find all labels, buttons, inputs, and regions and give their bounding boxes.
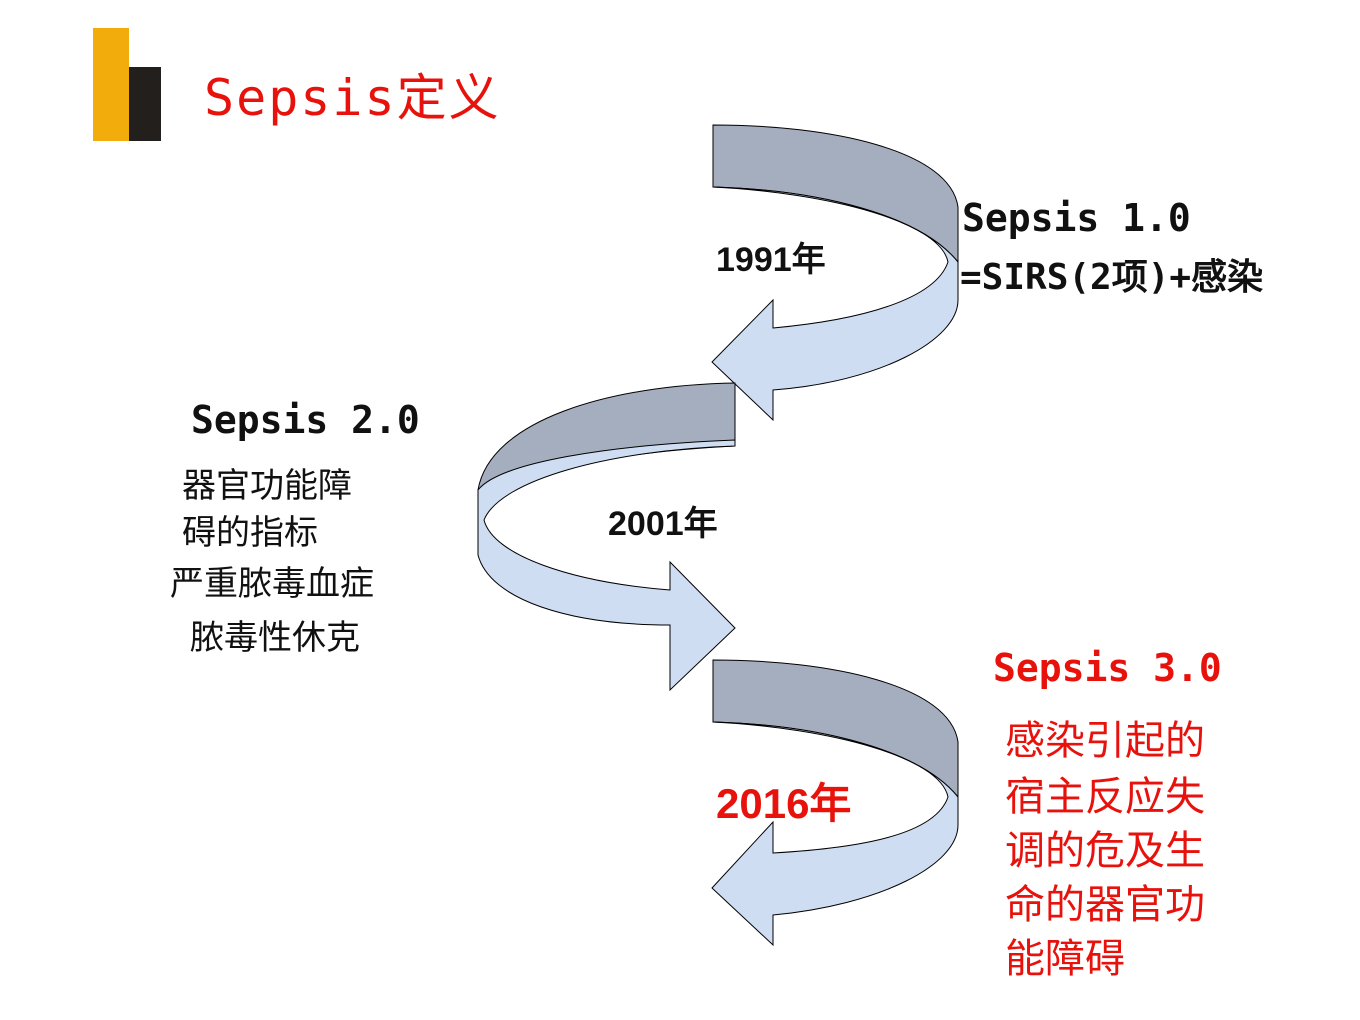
slide-title: Sepsis定义 — [204, 69, 501, 127]
year-label-1991: 1991年 — [716, 241, 826, 279]
sepsis-2-line-4: 脓毒性休克 — [190, 618, 360, 658]
sepsis-3-line-3: 调的危及生 — [1005, 828, 1205, 874]
sepsis-1-definition: =SIRS(2项)+感染 — [960, 257, 1264, 298]
sepsis-3-line-5: 能障碍 — [1005, 936, 1125, 982]
sepsis-3-heading: Sepsis 3.0 — [993, 646, 1222, 690]
curved-arrow-2016 — [711, 659, 959, 947]
year-label-2016: 2016年 — [716, 780, 852, 827]
sepsis-3-line-4: 命的器官功 — [1005, 882, 1205, 928]
year-label-2001: 2001年 — [608, 505, 718, 543]
curved-arrow-1991 — [711, 124, 959, 422]
logo-bar-dark — [129, 67, 161, 141]
sepsis-2-line-3: 严重脓毒血症 — [170, 564, 374, 604]
sepsis-3-line-1: 感染引起的 — [1005, 718, 1205, 764]
sepsis-2-heading: Sepsis 2.0 — [191, 398, 420, 442]
sepsis-2-line-2: 碍的指标 — [182, 513, 318, 553]
logo-bar-orange — [93, 28, 129, 141]
curved-arrow-2001 — [477, 382, 736, 692]
sepsis-3-line-2: 宿主反应失 — [1005, 774, 1205, 820]
sepsis-2-line-1: 器官功能障 — [182, 466, 352, 506]
sepsis-1-heading: Sepsis 1.0 — [962, 196, 1191, 240]
